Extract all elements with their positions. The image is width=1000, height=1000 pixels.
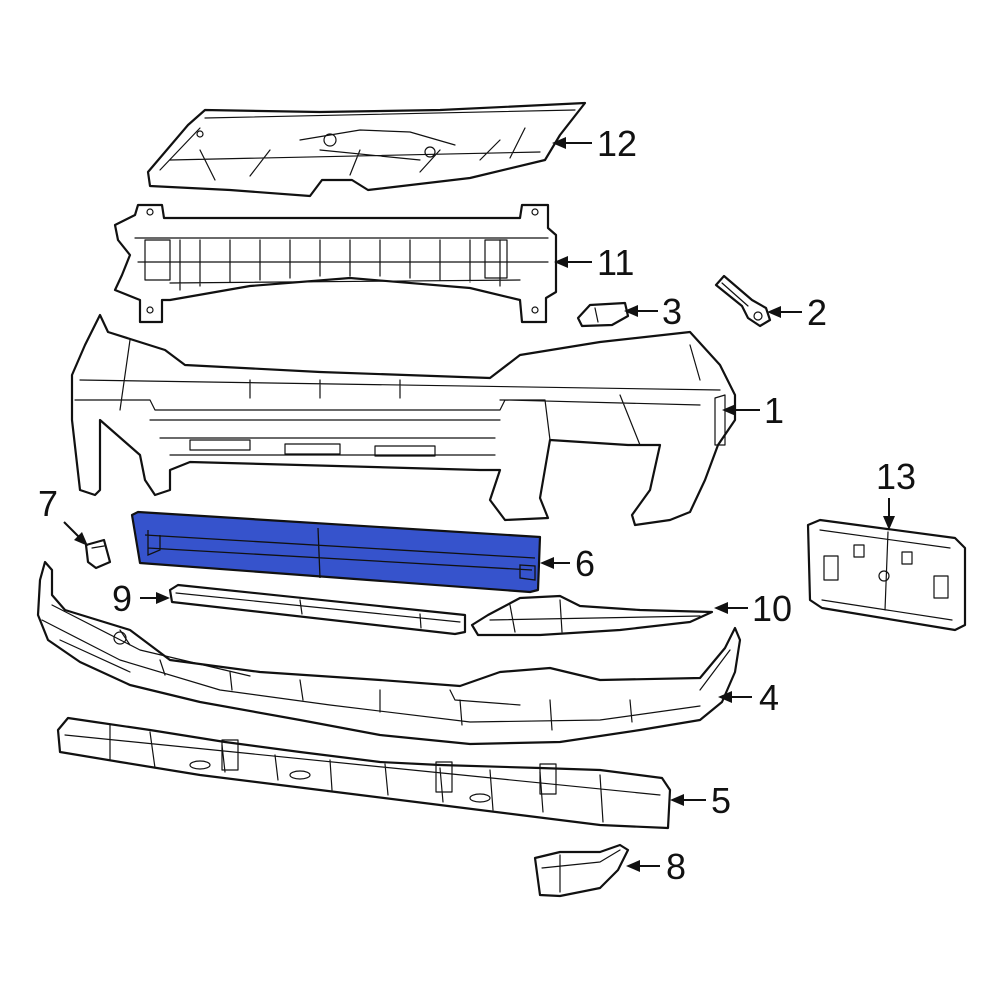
callout-2-label: 2 [807,292,827,333]
callout-12-label: 12 [597,123,637,164]
callout-11-label: 11 [597,242,634,283]
callout-3-label: 3 [662,291,682,332]
part-5-absorber[interactable] [56,716,672,830]
part-13-license-bracket[interactable] [806,518,967,632]
callout-9: 9 [112,578,170,619]
callout-11: 11 [554,242,634,283]
part-6-grille-trim[interactable] [130,510,542,594]
callout-4: 4 [718,677,779,718]
callout-6-label: 6 [575,543,595,584]
callout-12: 12 [552,123,637,164]
callout-13-label: 13 [876,456,916,497]
callout-3: 3 [624,291,682,332]
part-7-bracket[interactable] [84,538,112,570]
part-8-corner-trim[interactable] [533,843,630,898]
callout-2: 2 [767,292,827,333]
callout-5: 5 [670,780,731,821]
part-12-upper-cover[interactable] [146,101,587,198]
callout-13: 13 [876,456,916,530]
callout-1-label: 1 [764,390,784,431]
callout-5-label: 5 [711,780,731,821]
part-9-strip[interactable] [168,583,467,636]
callout-1: 1 [722,390,784,431]
callout-8: 8 [626,846,686,887]
callout-7-label: 7 [38,483,58,524]
callout-8-label: 8 [666,846,686,887]
part-2-bracket[interactable] [714,274,772,328]
part-4-lower-valance[interactable] [36,560,742,746]
part-11-upper-support[interactable] [113,203,558,324]
part-10-side-trim[interactable] [470,594,714,637]
callout-7: 7 [38,483,88,546]
part-1-bumper-fascia[interactable] [70,313,737,527]
callout-10: 10 [714,588,792,629]
callout-4-label: 4 [759,677,779,718]
callout-10-label: 10 [752,588,792,629]
callout-6: 6 [540,543,595,584]
callout-9-label: 9 [112,578,132,619]
part-3-cap[interactable] [576,301,630,328]
